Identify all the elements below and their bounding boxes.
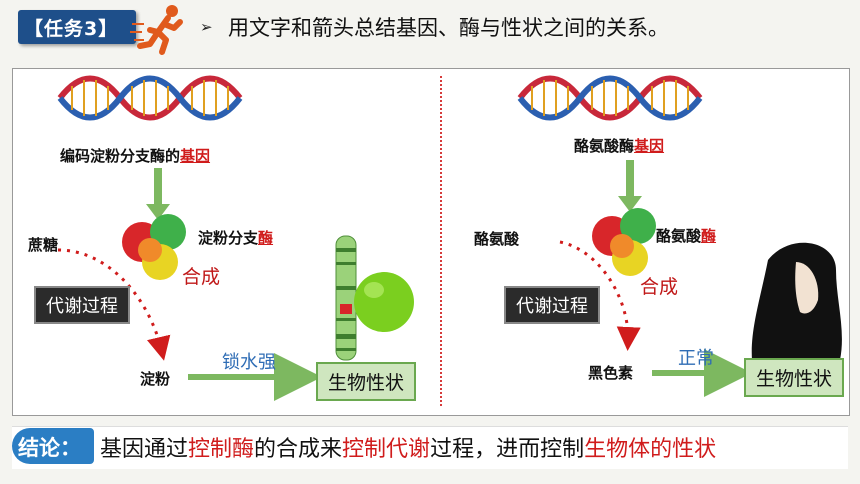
metabolic-path-right	[559, 240, 641, 351]
product-label-right: 黑色素	[588, 364, 634, 382]
gene-label-left: 编码淀粉分支酶的基因	[60, 147, 211, 165]
synthesis-label-right: 合成	[640, 276, 679, 298]
black-hair-head-icon	[751, 242, 842, 360]
chromosome-icon	[335, 235, 357, 361]
running-man-icon	[130, 5, 183, 55]
enzyme-label-right: 酪氨酸酶	[656, 227, 717, 245]
product-label-left: 淀粉	[140, 370, 171, 388]
process-box-right: 代谢过程	[504, 286, 600, 324]
dna-helix-icon-right	[517, 75, 703, 121]
process-box-left: 代谢过程	[34, 286, 130, 324]
conclusion-text: 基因通过控制酶的合成来控制代谢过程，进而控制生物体的性状	[100, 437, 717, 462]
metabolic-path-left	[57, 248, 171, 361]
enzyme-label-left: 淀粉分支酶	[198, 229, 274, 247]
trait-box-right: 生物性状	[744, 358, 845, 397]
conclusion-tag-label: 结论：	[18, 436, 81, 460]
effect-label-right: 正常	[678, 348, 714, 369]
enzyme-protein-icon-left	[122, 214, 186, 280]
conclusion-bar	[12, 426, 848, 469]
substrate-label-left: 蔗糖	[28, 236, 59, 254]
conclusion-tag	[12, 428, 94, 464]
effect-label-left: 锁水强	[222, 352, 276, 373]
gene-label-right: 酪氨酸酶基因	[574, 137, 665, 155]
enzyme-protein-icon-right	[592, 208, 656, 276]
task-label: 【任务3】	[24, 18, 119, 40]
trait-box-left: 生物性状	[316, 362, 417, 401]
dotted-divider	[440, 76, 442, 406]
bullet-arrow-icon: ➢	[200, 18, 213, 36]
substrate-label-right: 酪氨酸	[474, 230, 520, 248]
task-tag	[18, 10, 136, 44]
pea-icon	[354, 272, 414, 332]
synthesis-label-left: 合成	[182, 266, 221, 288]
dna-helix-icon-left	[57, 75, 243, 121]
page-title: 用文字和箭头总结基因、酶与性状之间的关系。	[228, 16, 669, 40]
